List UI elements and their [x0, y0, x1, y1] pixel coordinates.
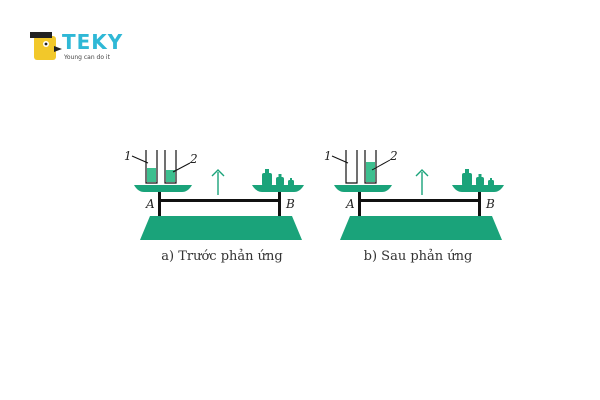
weight-large	[462, 173, 472, 186]
logo-tagline: Young can do it	[64, 54, 110, 61]
label-tube-1: 1	[324, 149, 332, 163]
weight-small	[488, 180, 494, 186]
tube-2	[364, 150, 377, 184]
label-b: B	[285, 197, 295, 211]
label-tube-1: 1	[124, 149, 132, 163]
right-pan	[252, 185, 304, 192]
tube-1	[145, 150, 158, 184]
weight-medium	[476, 177, 484, 186]
left-pan	[334, 185, 392, 192]
panel-after: 1 2 A B b) Sau phản ứng	[324, 149, 504, 264]
right-pan	[452, 185, 504, 192]
label-b: B	[485, 197, 495, 211]
caption-after: b) Sau phản ứng	[364, 249, 473, 264]
scale-base	[340, 216, 502, 240]
tube-1-liquid	[147, 168, 156, 182]
tube-2	[164, 150, 177, 184]
weight-medium	[276, 177, 284, 186]
scale-beam	[358, 199, 481, 202]
scale-base	[140, 216, 302, 240]
tube-2-liquid	[366, 162, 375, 182]
logo-brand: TEKY	[62, 30, 124, 54]
label-a: A	[145, 197, 155, 211]
teky-logo	[30, 32, 62, 60]
scale-beam	[158, 199, 281, 202]
left-pan	[134, 185, 192, 192]
label-tube-2: 2	[189, 152, 198, 166]
label-tube-2: 2	[389, 149, 398, 163]
logo-mascot-icon	[34, 36, 56, 60]
weight-large	[262, 173, 272, 186]
label-a: A	[345, 197, 355, 211]
panel-before: 1 2 A B a) Trước phản ứng	[124, 149, 304, 264]
tube-2-liquid	[166, 170, 175, 182]
weight-small	[288, 180, 294, 186]
tube-1	[345, 150, 358, 184]
caption-before: a) Trước phản ứng	[161, 249, 282, 264]
